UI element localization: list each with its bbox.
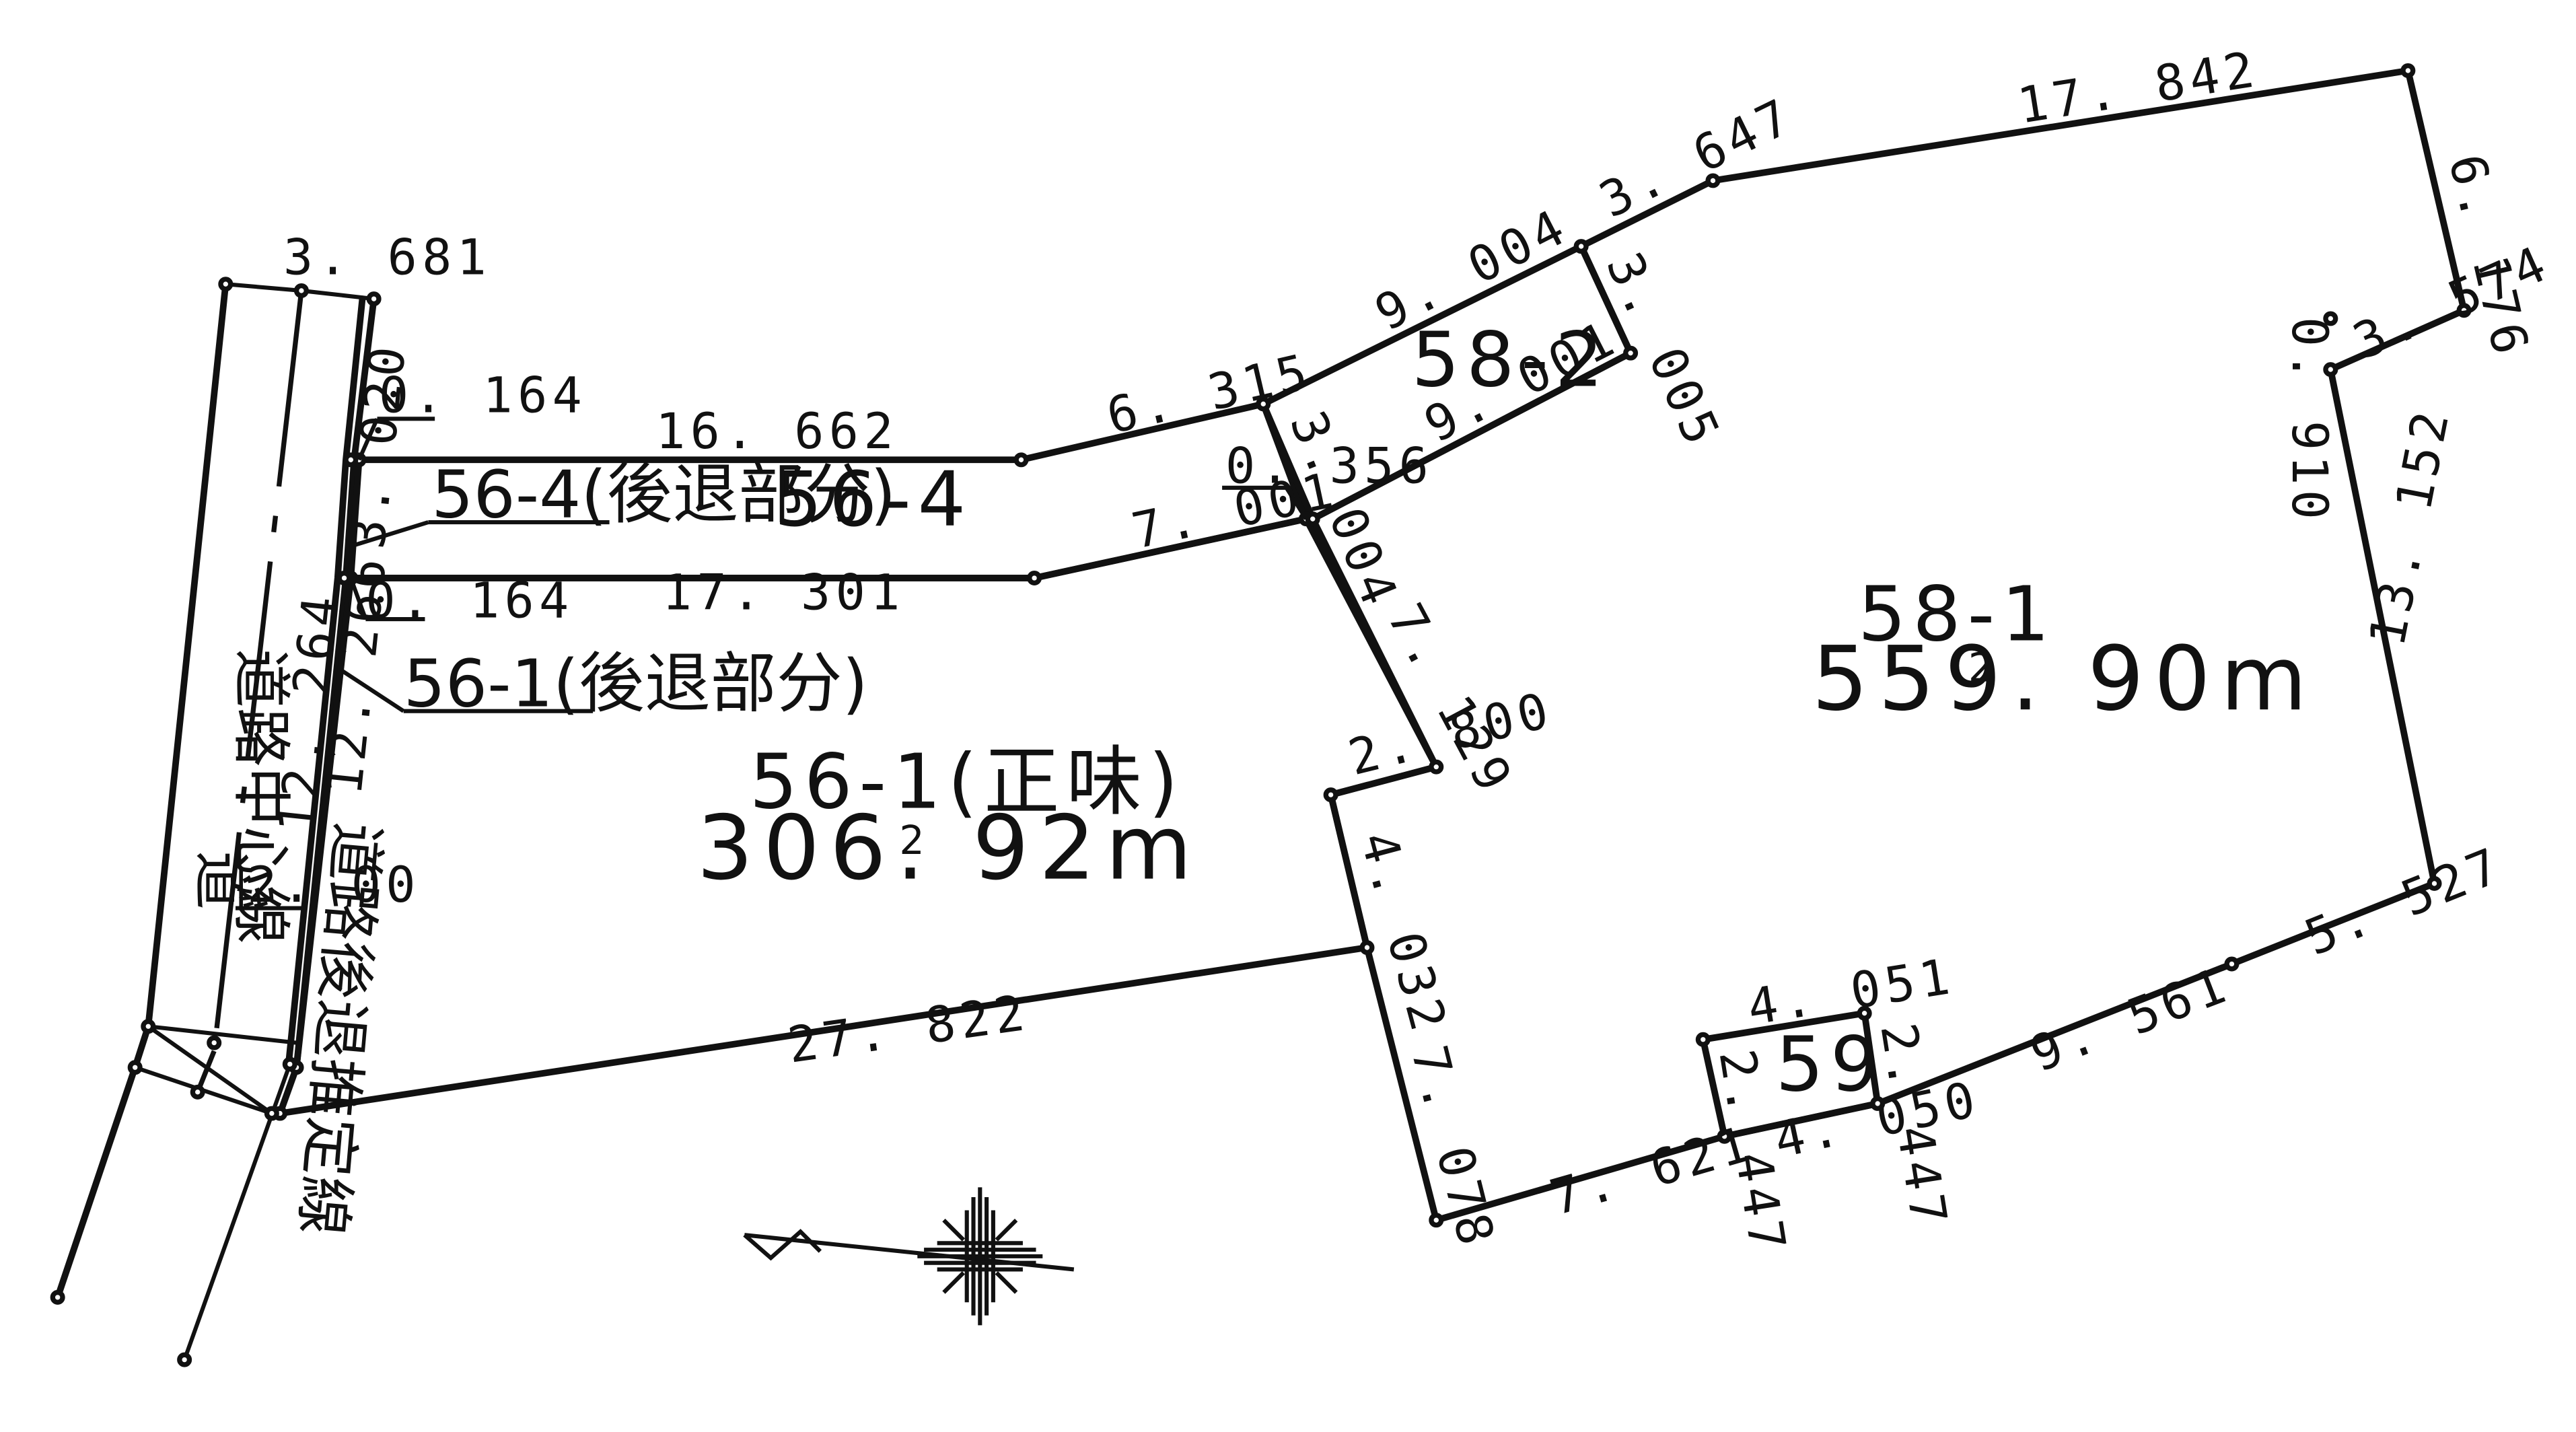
dim-3681: 3. 681 — [283, 229, 491, 287]
road-center-line-label: 道路中心線 — [226, 649, 295, 944]
dim-13152: 13. 152 — [2359, 402, 2461, 651]
parcel-58-1-area: 559. 90m — [1812, 628, 2317, 731]
parcel-58-1-label: 58-1 — [1858, 571, 2056, 659]
parcel-58-1-area-sup: 2 — [1968, 645, 1993, 691]
setback-56-1-callout: 56-1(後退部分) — [339, 645, 868, 722]
dim-3020: 3. 020 — [339, 339, 418, 551]
setback-56-1-label: 56-1(後退部分) — [404, 645, 868, 722]
offset-0356-callout — [1222, 485, 1308, 520]
parcel-58-2-label: 58-2 — [1412, 316, 1610, 404]
dim-16662: 16. 662 — [655, 403, 898, 460]
setback-56-4-label: 56-4(後退部分) — [431, 457, 896, 534]
parcel-58-1-boundary — [1309, 67, 2468, 1224]
offset-0164-top-callout — [357, 417, 435, 461]
parcel-56-1-area: 306. 92m — [696, 797, 1202, 900]
dim-17301: 17. 301 — [662, 564, 905, 621]
dim-0164-top: 0. 164 — [379, 367, 587, 425]
setback-56-4-callout: 56-4(後退部分) — [353, 457, 896, 548]
offset-0164-bottom-callout — [349, 577, 425, 622]
dim-5527: 5. 527 — [2297, 836, 2512, 967]
dim-0356: 0. 356 — [1225, 438, 1433, 495]
compass-rose-icon — [743, 1187, 1075, 1326]
dim-0164-bottom: 0. 164 — [365, 573, 573, 630]
parcel-56-1-area-sup: 2 — [899, 818, 924, 863]
parcel-56-4-label: 56-4 — [774, 456, 972, 544]
dim-27822: 27. 822 — [784, 985, 1032, 1075]
road-label: 道 — [187, 851, 256, 910]
road-area — [54, 281, 374, 1361]
dim-3647: 3. 647 — [1591, 87, 1803, 229]
boundary-vertex-markers — [50, 63, 2472, 1367]
parcel-59-label: 59 — [1775, 1021, 1885, 1109]
dim-9561: 9. 561 — [2023, 956, 2238, 1084]
dim-0910: 0. 910 — [2281, 317, 2338, 524]
road-half-width: 2. 00 — [247, 857, 421, 914]
dim-12266: 12. 266 — [316, 551, 398, 798]
dim-17842: 17. 842 — [2014, 41, 2263, 135]
parcel-56-1-label: 56-1(正味) — [750, 738, 1185, 826]
